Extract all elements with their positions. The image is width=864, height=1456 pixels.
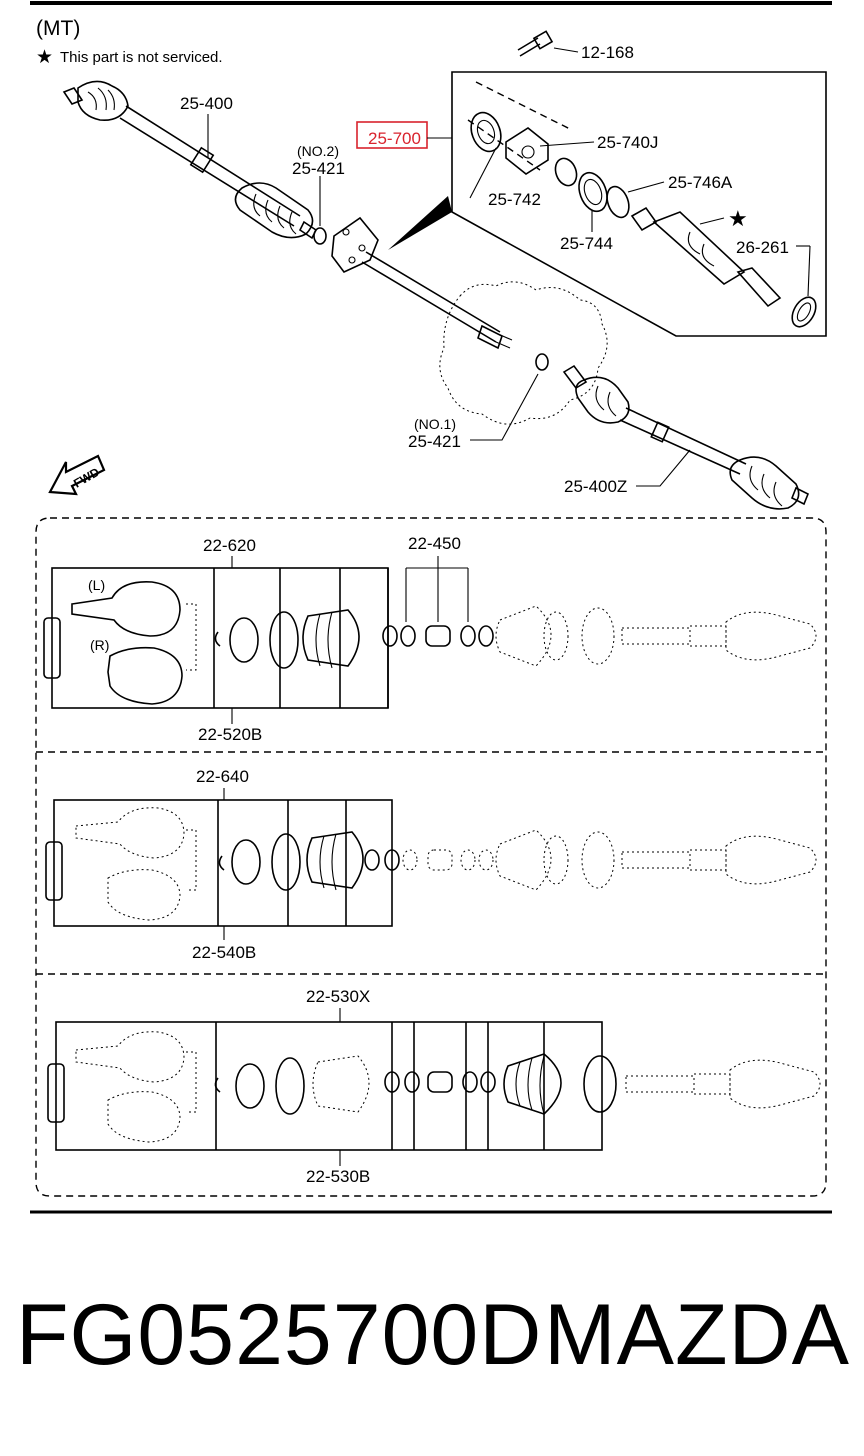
label-no2: (NO.2) — [297, 143, 339, 159]
label-25-421-bottom: 25-421 — [408, 432, 461, 451]
label-22-530x: 22-530X — [306, 987, 370, 1006]
oil-seal-26-261 — [791, 296, 817, 328]
label-25-400: 25-400 — [180, 94, 233, 113]
star-icon: ★ — [36, 47, 53, 68]
label-22-450: 22-450 — [408, 534, 461, 553]
label-12-168: 12-168 — [581, 43, 634, 62]
tag-left: (L) — [88, 577, 105, 593]
highlight-box — [356, 121, 428, 149]
clip-ring — [313, 227, 327, 245]
not-serviced-note: This part is not serviced. — [60, 49, 223, 66]
tag-right: (R) — [90, 637, 109, 653]
brand-name: MAZDA — [544, 1287, 850, 1383]
detail-inset-box — [451, 71, 827, 337]
bearing-cap-25-740j — [505, 127, 549, 175]
label-25-744: 25-744 — [560, 234, 613, 253]
kit-22-530x — [47, 1008, 821, 1166]
label-25-700: 25-700 — [368, 129, 421, 148]
bearing-25-744 — [554, 157, 578, 187]
label-25-746a: 25-746A — [668, 173, 733, 192]
label-25-740j: 25-740J — [597, 133, 658, 152]
star-mark-icon: ★ — [728, 206, 748, 231]
label-22-530b: 22-530B — [306, 1167, 370, 1186]
label-22-540b: 22-540B — [192, 943, 256, 962]
label-22-520b: 22-520B — [198, 725, 262, 744]
kit-22-640 — [45, 788, 817, 940]
clip-ring-no1 — [535, 353, 549, 371]
detail-pointer — [388, 196, 452, 250]
left-drive-shaft — [62, 80, 318, 240]
label-no1: (NO.1) — [414, 416, 456, 432]
kits-container — [35, 517, 827, 1197]
right-drive-shaft — [562, 364, 810, 510]
label-25-421-top: 25-421 — [292, 159, 345, 178]
label-22-640: 22-640 — [196, 767, 249, 786]
label-25-742: 25-742 — [488, 190, 541, 209]
seal-25-742 — [470, 111, 502, 153]
bolt-icon — [517, 30, 554, 57]
label-25-400z: 25-400Z — [564, 477, 627, 496]
part-number: FG0525700D — [16, 1287, 543, 1383]
label-22-620: 22-620 — [203, 536, 256, 555]
intermediate-shaft — [331, 216, 513, 350]
snap-ring-25-746a — [606, 185, 630, 219]
label-26-261: 26-261 — [736, 238, 789, 257]
variant-label: (MT) — [36, 17, 80, 40]
fwd-arrow-icon: FWD — [48, 454, 106, 496]
inner-shaft — [630, 206, 782, 308]
kit-22-620 — [43, 556, 817, 724]
